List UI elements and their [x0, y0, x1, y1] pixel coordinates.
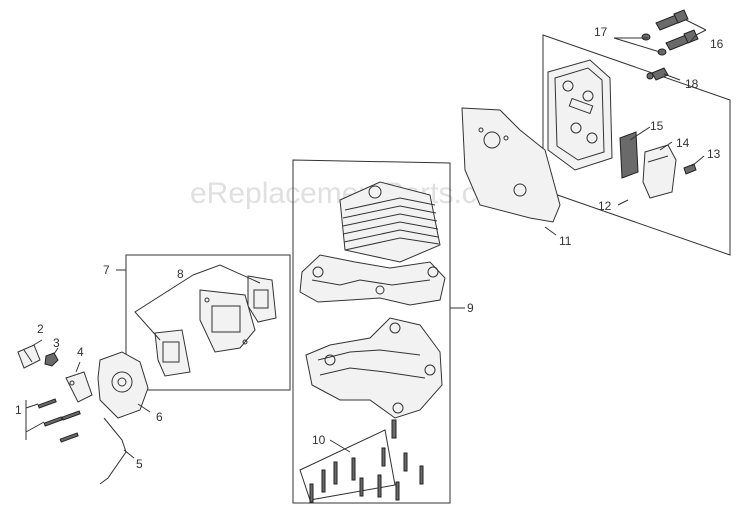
gasket-upper	[247, 275, 277, 323]
gasket-lower	[154, 329, 191, 377]
intake-panel-outline	[125, 254, 291, 391]
callout-14: 14	[676, 136, 690, 150]
carburetor-group	[17, 339, 151, 485]
callout-12: 12	[598, 199, 612, 213]
callout-3: 3	[53, 336, 60, 350]
cylinder	[339, 181, 441, 263]
callout-17: 17	[594, 25, 608, 39]
muffler-panel-outline	[542, 34, 731, 256]
callout-16: 16	[710, 37, 724, 51]
callout-11: 11	[559, 234, 572, 248]
heat-shield	[461, 107, 561, 236]
screw-subpanel	[299, 429, 396, 501]
carburetor-screws	[37, 398, 81, 443]
engine-group	[292, 159, 465, 504]
muffler-group	[542, 9, 731, 256]
throttle-rod	[99, 417, 127, 485]
callout-13: 13	[707, 147, 721, 161]
callout-2: 2	[37, 322, 44, 336]
fuel-fitting	[17, 344, 41, 369]
muffler-bolt-short	[651, 67, 669, 81]
callout-15: 15	[650, 119, 664, 133]
crankcase-upper	[299, 254, 446, 306]
callout-1: 1	[15, 403, 22, 417]
callout-9: 9	[467, 301, 474, 315]
carburetor	[97, 351, 149, 419]
washer	[641, 33, 651, 41]
callout-5: 5	[136, 457, 143, 471]
callouts: 1 2 3 4 5 6 7 8 9 10 11 12 13 14 15 16 1…	[15, 25, 724, 471]
muffler-cover	[642, 144, 677, 199]
engine-panel-outline	[292, 159, 451, 504]
nut	[44, 352, 59, 367]
callout-18: 18	[685, 77, 699, 91]
callout-6: 6	[156, 410, 163, 424]
crankcase-lower	[305, 317, 443, 419]
callout-10: 10	[312, 433, 326, 447]
throttle-bracket	[65, 371, 93, 403]
callout-7: 7	[103, 263, 110, 277]
cover-screw	[683, 163, 697, 175]
callout-4: 4	[77, 345, 84, 359]
intake-group	[116, 254, 291, 391]
spark-screen	[619, 131, 639, 179]
crankcase-screws	[309, 447, 424, 503]
callout-8: 8	[177, 267, 184, 281]
